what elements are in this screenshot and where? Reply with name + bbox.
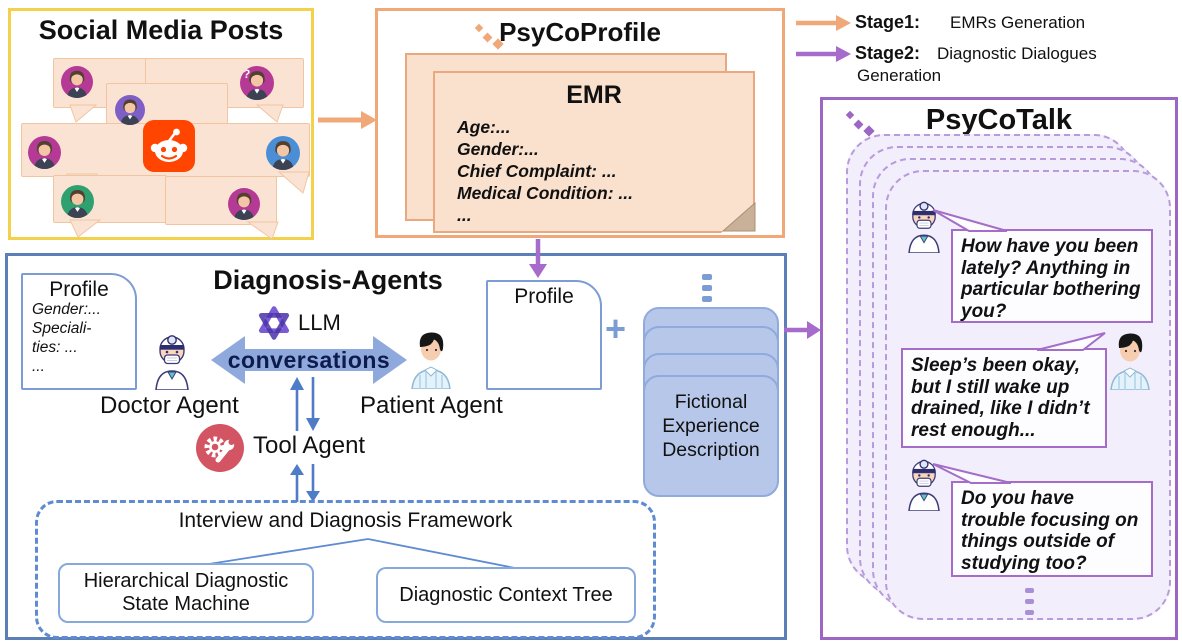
diagnosis-agents-panel: Diagnosis-Agents Profile Gender:... Spec… [5,253,787,640]
fictional-line: Experience [662,415,760,437]
stage2-label: Stage2: [855,43,921,63]
profile-line: ... [32,358,45,375]
profile-card-title: Profile [49,278,109,301]
emr-card: EMR Age:... Gender:... Chief Complaint: … [433,71,755,233]
question-mark: ? [243,67,251,81]
bubble-tail [932,463,1012,484]
patient-icon [1106,326,1154,390]
doctor-agent-label: Doctor Agent [100,392,239,419]
profile-line: ties: ... [32,339,78,356]
conversations-arrow-icon [211,336,407,384]
bubble-tail [246,221,279,240]
user-avatar-icon: ? [240,66,274,100]
stage2-text-line2: Generation [857,66,942,85]
social-media-posts-panel: Social Media Posts ? [8,8,314,240]
stage1-text: EMRs Generation [950,13,1086,32]
plus-sign: + [605,308,627,349]
social-media-posts-title: Social Media Posts [38,15,284,45]
doctor-message-bubble: Do you have trouble focusing on things o… [951,481,1153,577]
bubble-tail [277,171,310,194]
fictional-experience-description-card: Fictional Experience Description [643,375,779,497]
profile-card-title: Profile [514,285,574,308]
patient-agent-icon [408,325,454,389]
patient-agent-label: Patient Agent [360,392,503,419]
framework-title: Interview and Diagnosis Framework [178,509,513,532]
doctor-agent-icon [148,328,196,390]
psycoprofile-panel: PsyCoProfile EMR Age:... Gender:... Chie… [375,8,785,238]
patient-message-bubble: Sleep’s been okay, but I still wake up d… [901,348,1107,448]
ellipsis-dot [702,274,712,280]
speech-bubble [165,176,277,225]
doctor-message-bubble: How have you been lately? Anything in pa… [951,229,1153,323]
bubble-tail [932,209,1008,232]
ellipsis-dot [1025,610,1034,615]
folded-corner [721,201,756,232]
profile-down-arrow-icon [529,239,547,278]
user-avatar-icon [228,188,260,220]
hierarchical-diagnostic-state-machine-box: Hierarchical Diagnostic State Machine [58,563,314,623]
ellipsis-dot [1025,588,1034,593]
user-avatar-icon [61,185,94,218]
emr-field-gender: Gender:... [457,139,539,159]
stage1-flow-arrow-icon [318,111,377,129]
user-avatar-icon [61,66,93,98]
bubble-tail [255,104,284,123]
profile-line: Gender:... [32,301,101,318]
conversations-label: conversations [227,347,391,373]
stage1-label: Stage1: [855,12,921,32]
diagnosis-agents-title: Diagnosis-Agents [213,265,443,295]
emr-field-ellipsis: ... [457,205,472,225]
user-avatar-icon [115,95,145,125]
ellipsis-dot [1025,599,1034,604]
interview-diagnosis-framework: Interview and Diagnosis Framework Hierar… [35,500,656,639]
bidirectional-arrow-icon [290,377,320,431]
llm-label: LLM [298,310,341,335]
doctor-profile-card: Profile Gender:... Speciali- ties: ... .… [21,273,137,390]
psycotalk-title: PsyCoTalk [925,104,1073,136]
stage2-flow-arrow-icon [784,321,821,339]
emr-field-age: Age:... [457,117,511,137]
branch-lines [189,538,531,572]
bubble-tail [69,219,102,238]
fictional-line: Description [662,439,760,461]
ellipsis-dot [702,285,712,291]
emr-field-medical-condition: Medical Condition: ... [457,183,633,203]
tool-agent-label: Tool Agent [253,432,366,459]
psycoprofile-title: PsyCoProfile [499,17,661,47]
profile-line: Speciali- [32,320,92,337]
stage2-text: Diagnostic Dialogues [937,44,1097,63]
fictional-line: Fictional [674,391,748,413]
user-avatar-icon [266,136,300,170]
stage1-arrow-icon [796,15,851,31]
diagnostic-context-tree-box: Diagnostic Context Tree [376,567,636,623]
emr-field-chief-complaint: Chief Complaint: ... [457,161,617,181]
patient-profile-card: Profile [486,280,602,390]
user-avatar-icon [28,136,61,169]
bidirectional-arrow-icon [290,464,320,502]
tool-agent-icon [196,424,244,472]
bubble-tail [1036,332,1106,351]
ellipsis-dot [702,296,712,302]
reddit-icon [143,120,195,172]
emr-title: EMR [566,81,622,109]
psycotalk-panel: PsyCoTalk How have you been lately? Anyt… [820,97,1178,640]
stage2-arrow-icon [796,46,851,62]
bubble-tail [69,104,98,123]
